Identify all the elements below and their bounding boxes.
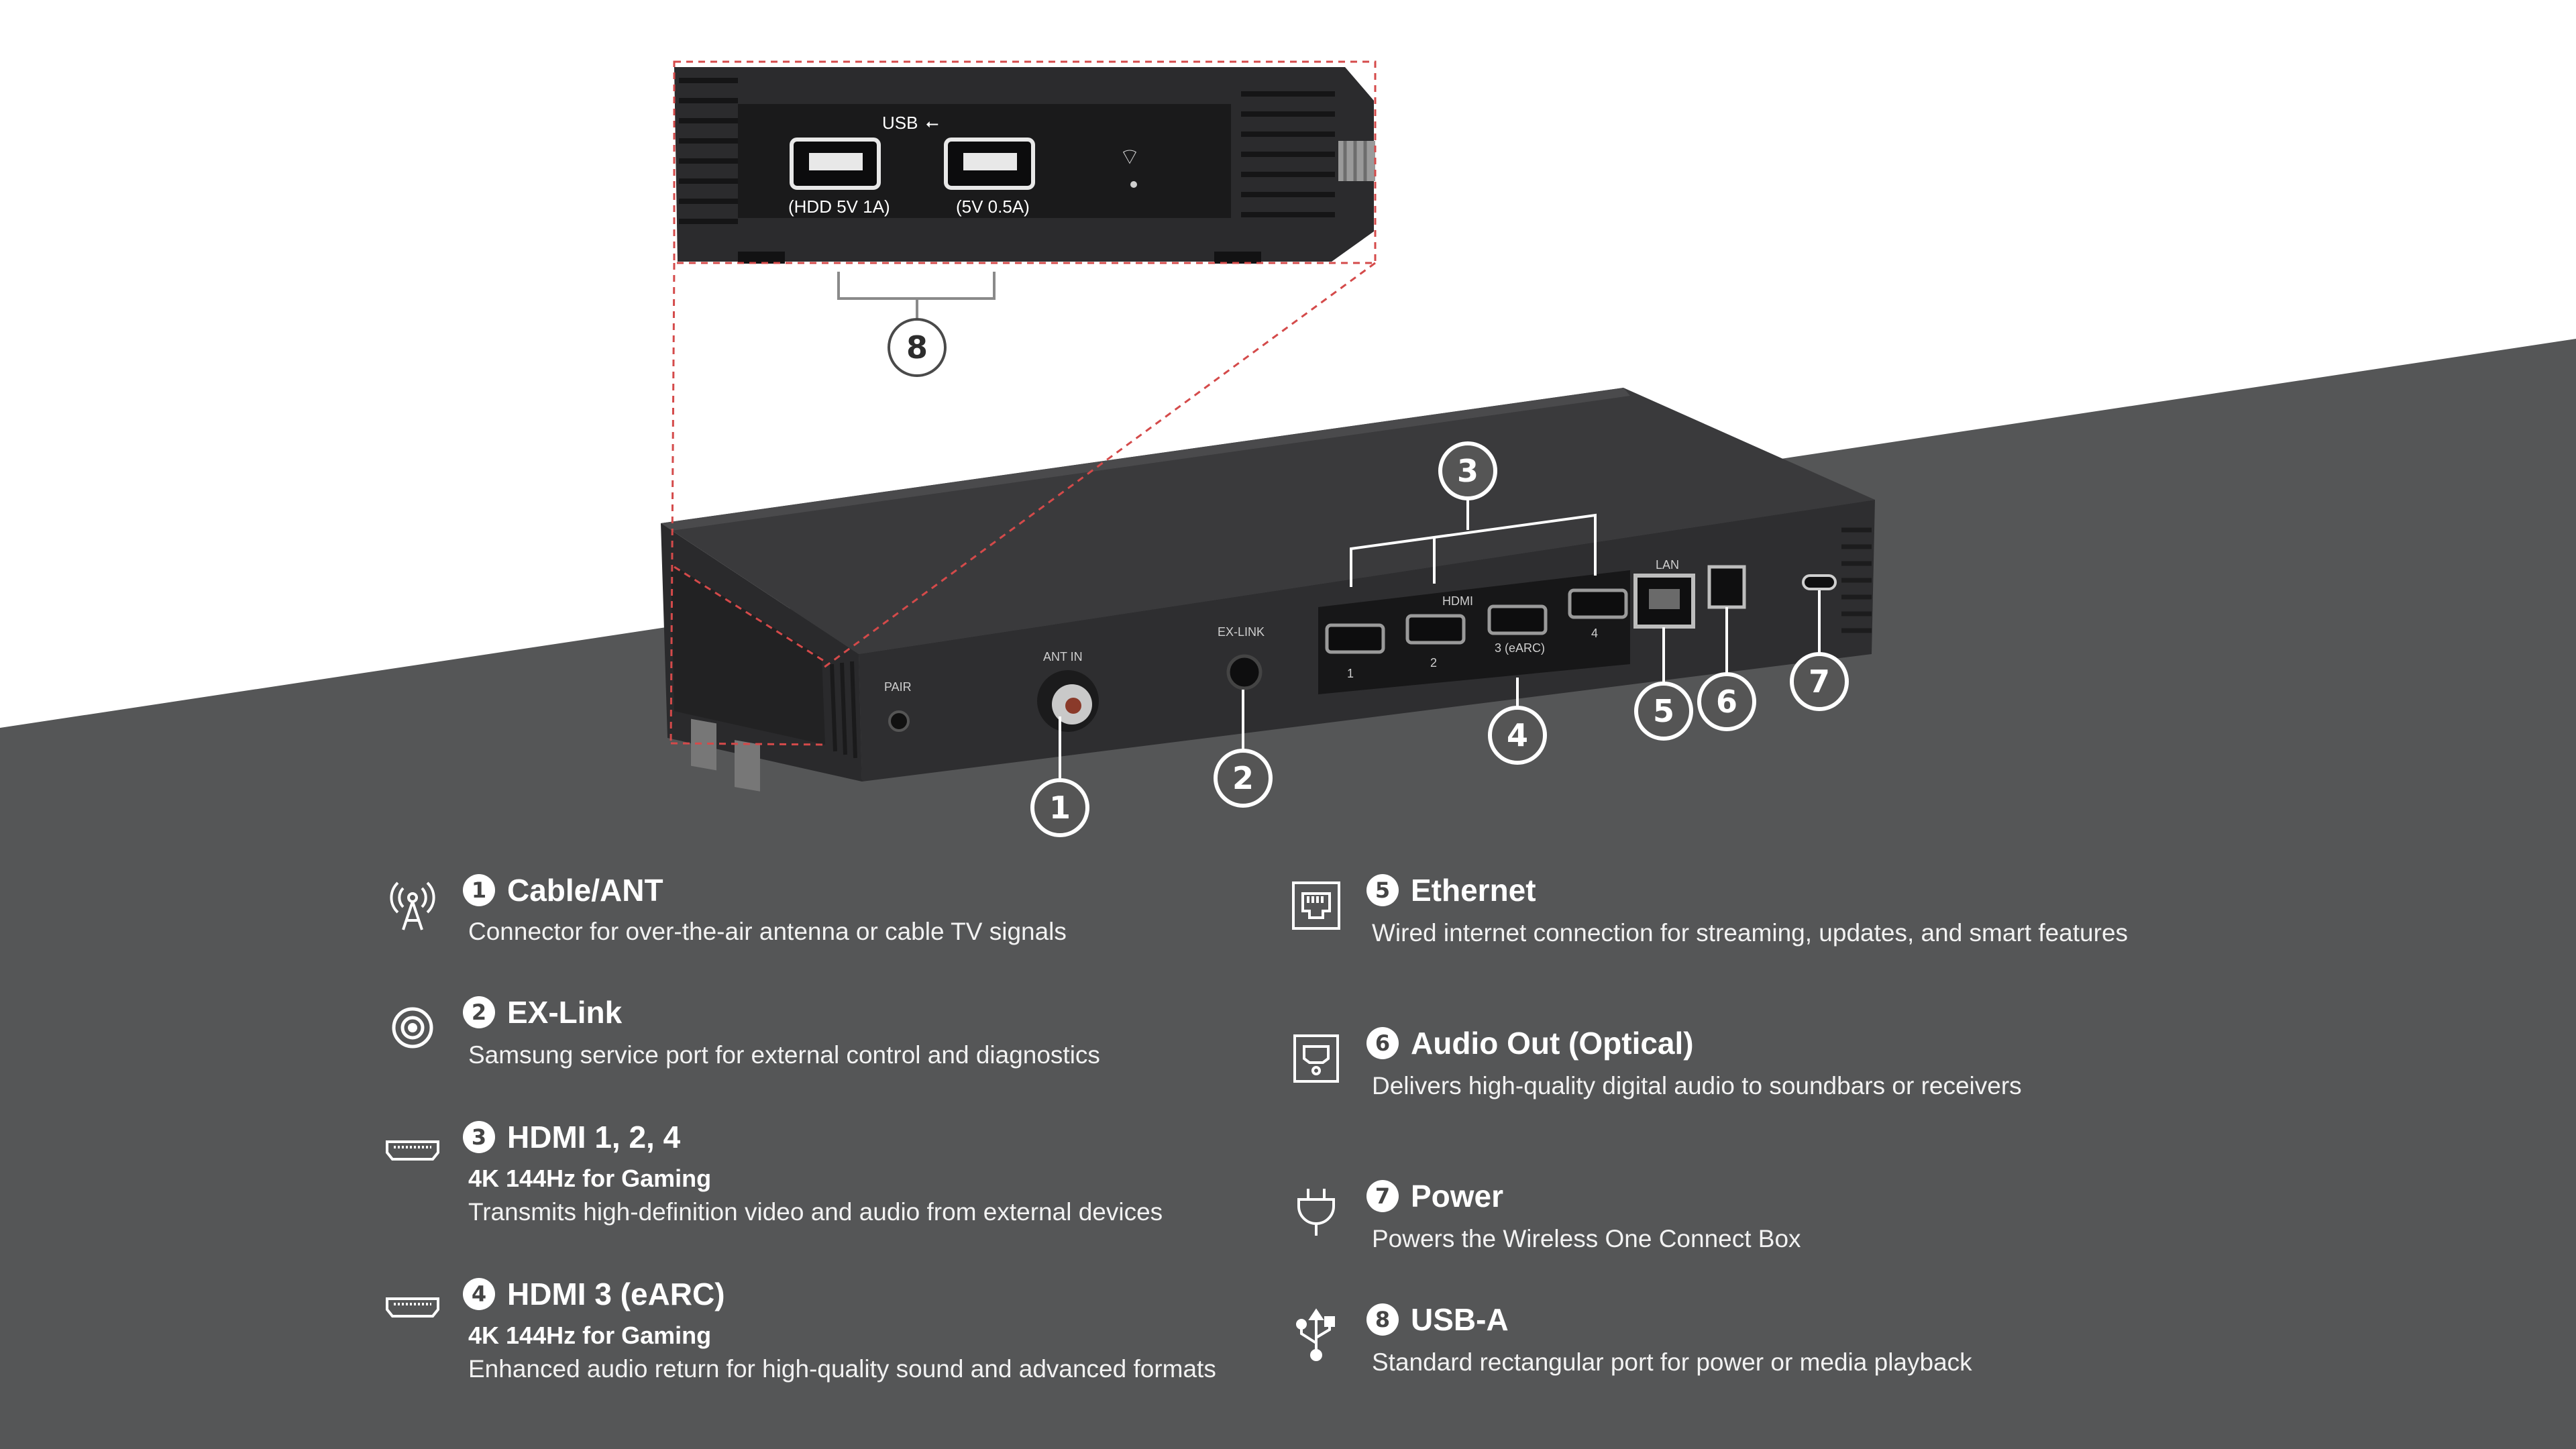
hdmi-group-label: HDMI — [1442, 594, 1473, 608]
legend-num: 8 — [1366, 1303, 1399, 1336]
legend-num: 1 — [463, 874, 495, 906]
legend-title: HDMI 3 (eARC) — [507, 1277, 725, 1311]
optical-icon — [1293, 1034, 1339, 1083]
legend-item-optical: 6 Audio Out (Optical) Delivers high-quali… — [1289, 1025, 2296, 1119]
legend-num: 5 — [1366, 874, 1399, 906]
ethernet-icon — [1292, 881, 1340, 930]
hdmi-port-1-label: 1 — [1347, 667, 1354, 680]
usb-label: USB — [882, 113, 918, 133]
hdmi-port-4-label: 4 — [1591, 627, 1598, 640]
legend-item-cable-ant: 1 Cable/ANT Connector for over-the-air an… — [386, 872, 1258, 966]
callout-4: 4 — [1488, 706, 1547, 765]
usb-port-1-label: (HDD 5V 1A) — [788, 197, 890, 217]
legend-item-hdmi-earc: 4 HDMI 3 (eARC) 4K 144Hz for Gaming Enhan… — [386, 1276, 1258, 1403]
legend-desc: Wired internet connection for streaming,… — [1372, 919, 2129, 947]
legend-title: HDMI 1, 2, 4 — [507, 1120, 681, 1155]
legend-title: EX-Link — [507, 995, 623, 1030]
callout-6: 6 — [1697, 672, 1756, 731]
usb-symbol-icon: ⭠ — [926, 114, 938, 133]
usb-inset: USB ⭠ (HDD 5V 1A) (5V 0.5A) ⌔ — [674, 67, 1375, 264]
legend-desc: Transmits high-definition video and audi… — [468, 1198, 1163, 1226]
hdmi-icon — [386, 1140, 439, 1161]
usb-icon — [1296, 1308, 1335, 1361]
legend-num: 7 — [1366, 1180, 1399, 1212]
connect-box: 1 2 3 (eARC) 4 HDMI LAN ANT IN EX-LINK P… — [661, 388, 1875, 792]
legend-desc: Standard rectangular port for power or m… — [1372, 1348, 1972, 1376]
legend-desc: Samsung service port for external contro… — [468, 1041, 1100, 1069]
callout-1: 1 — [1030, 778, 1089, 837]
legend-item-ethernet: 5 Ethernet Wired internet connection for … — [1289, 872, 2296, 966]
lan-label: LAN — [1656, 558, 1679, 572]
legend-item-ex-link: 2 EX-Link Samsung service port for extern… — [386, 994, 1258, 1088]
callout-2: 2 — [1214, 749, 1273, 808]
hdmi-port-2-label: 2 — [1430, 656, 1437, 669]
legend-num: 6 — [1366, 1027, 1399, 1059]
legend-num: 4 — [463, 1278, 495, 1310]
legend-item-hdmi-124: 3 HDMI 1, 2, 4 4K 144Hz for Gaming Transm… — [386, 1119, 1258, 1246]
hdmi-port-3-label: 3 (eARC) — [1495, 641, 1545, 655]
legend-num: 2 — [463, 996, 495, 1028]
ex-link-icon — [392, 1007, 433, 1049]
legend-title: Power — [1411, 1179, 1504, 1214]
dark-background — [0, 339, 2576, 1449]
ant-label: ANT IN — [1043, 650, 1083, 663]
callout-leaders — [837, 272, 1821, 778]
ex-link-label: EX-LINK — [1218, 625, 1265, 639]
legend-desc: Connector for over-the-air antenna or ca… — [468, 918, 1067, 945]
legend-desc: Powers the Wireless One Connect Box — [1372, 1225, 1801, 1252]
legend-title: Ethernet — [1411, 873, 1536, 908]
legend-title: Cable/ANT — [507, 873, 663, 908]
legend-item-power: 7 Power Powers the Wireless One Connect B… — [1289, 1178, 2296, 1272]
legend-sub: 4K 144Hz for Gaming — [468, 1322, 712, 1349]
usb-port-2-label: (5V 0.5A) — [956, 197, 1030, 217]
legend-title: Audio Out (Optical) — [1411, 1026, 1694, 1061]
callout-5: 5 — [1634, 682, 1693, 741]
antenna-icon — [390, 881, 435, 930]
zoom-guides — [669, 60, 1377, 746]
legend-item-usb-a: 8 USB-A Standard rectangular port for pow… — [1289, 1301, 2296, 1395]
legend-title: USB-A — [1411, 1302, 1509, 1337]
power-plug-icon — [1297, 1189, 1335, 1236]
legend-desc: Enhanced audio return for high-quality s… — [468, 1355, 1216, 1383]
callout-7: 7 — [1790, 652, 1849, 711]
callout-8: 8 — [888, 318, 947, 377]
wifi-icon: ⌔ — [1119, 144, 1140, 170]
legend-desc: Delivers high-quality digital audio to s… — [1372, 1072, 2022, 1099]
callout-3: 3 — [1438, 441, 1497, 500]
pair-label: PAIR — [884, 680, 912, 694]
legend-sub: 4K 144Hz for Gaming — [468, 1165, 712, 1192]
legend-num: 3 — [463, 1121, 495, 1153]
hdmi-icon — [386, 1297, 439, 1318]
